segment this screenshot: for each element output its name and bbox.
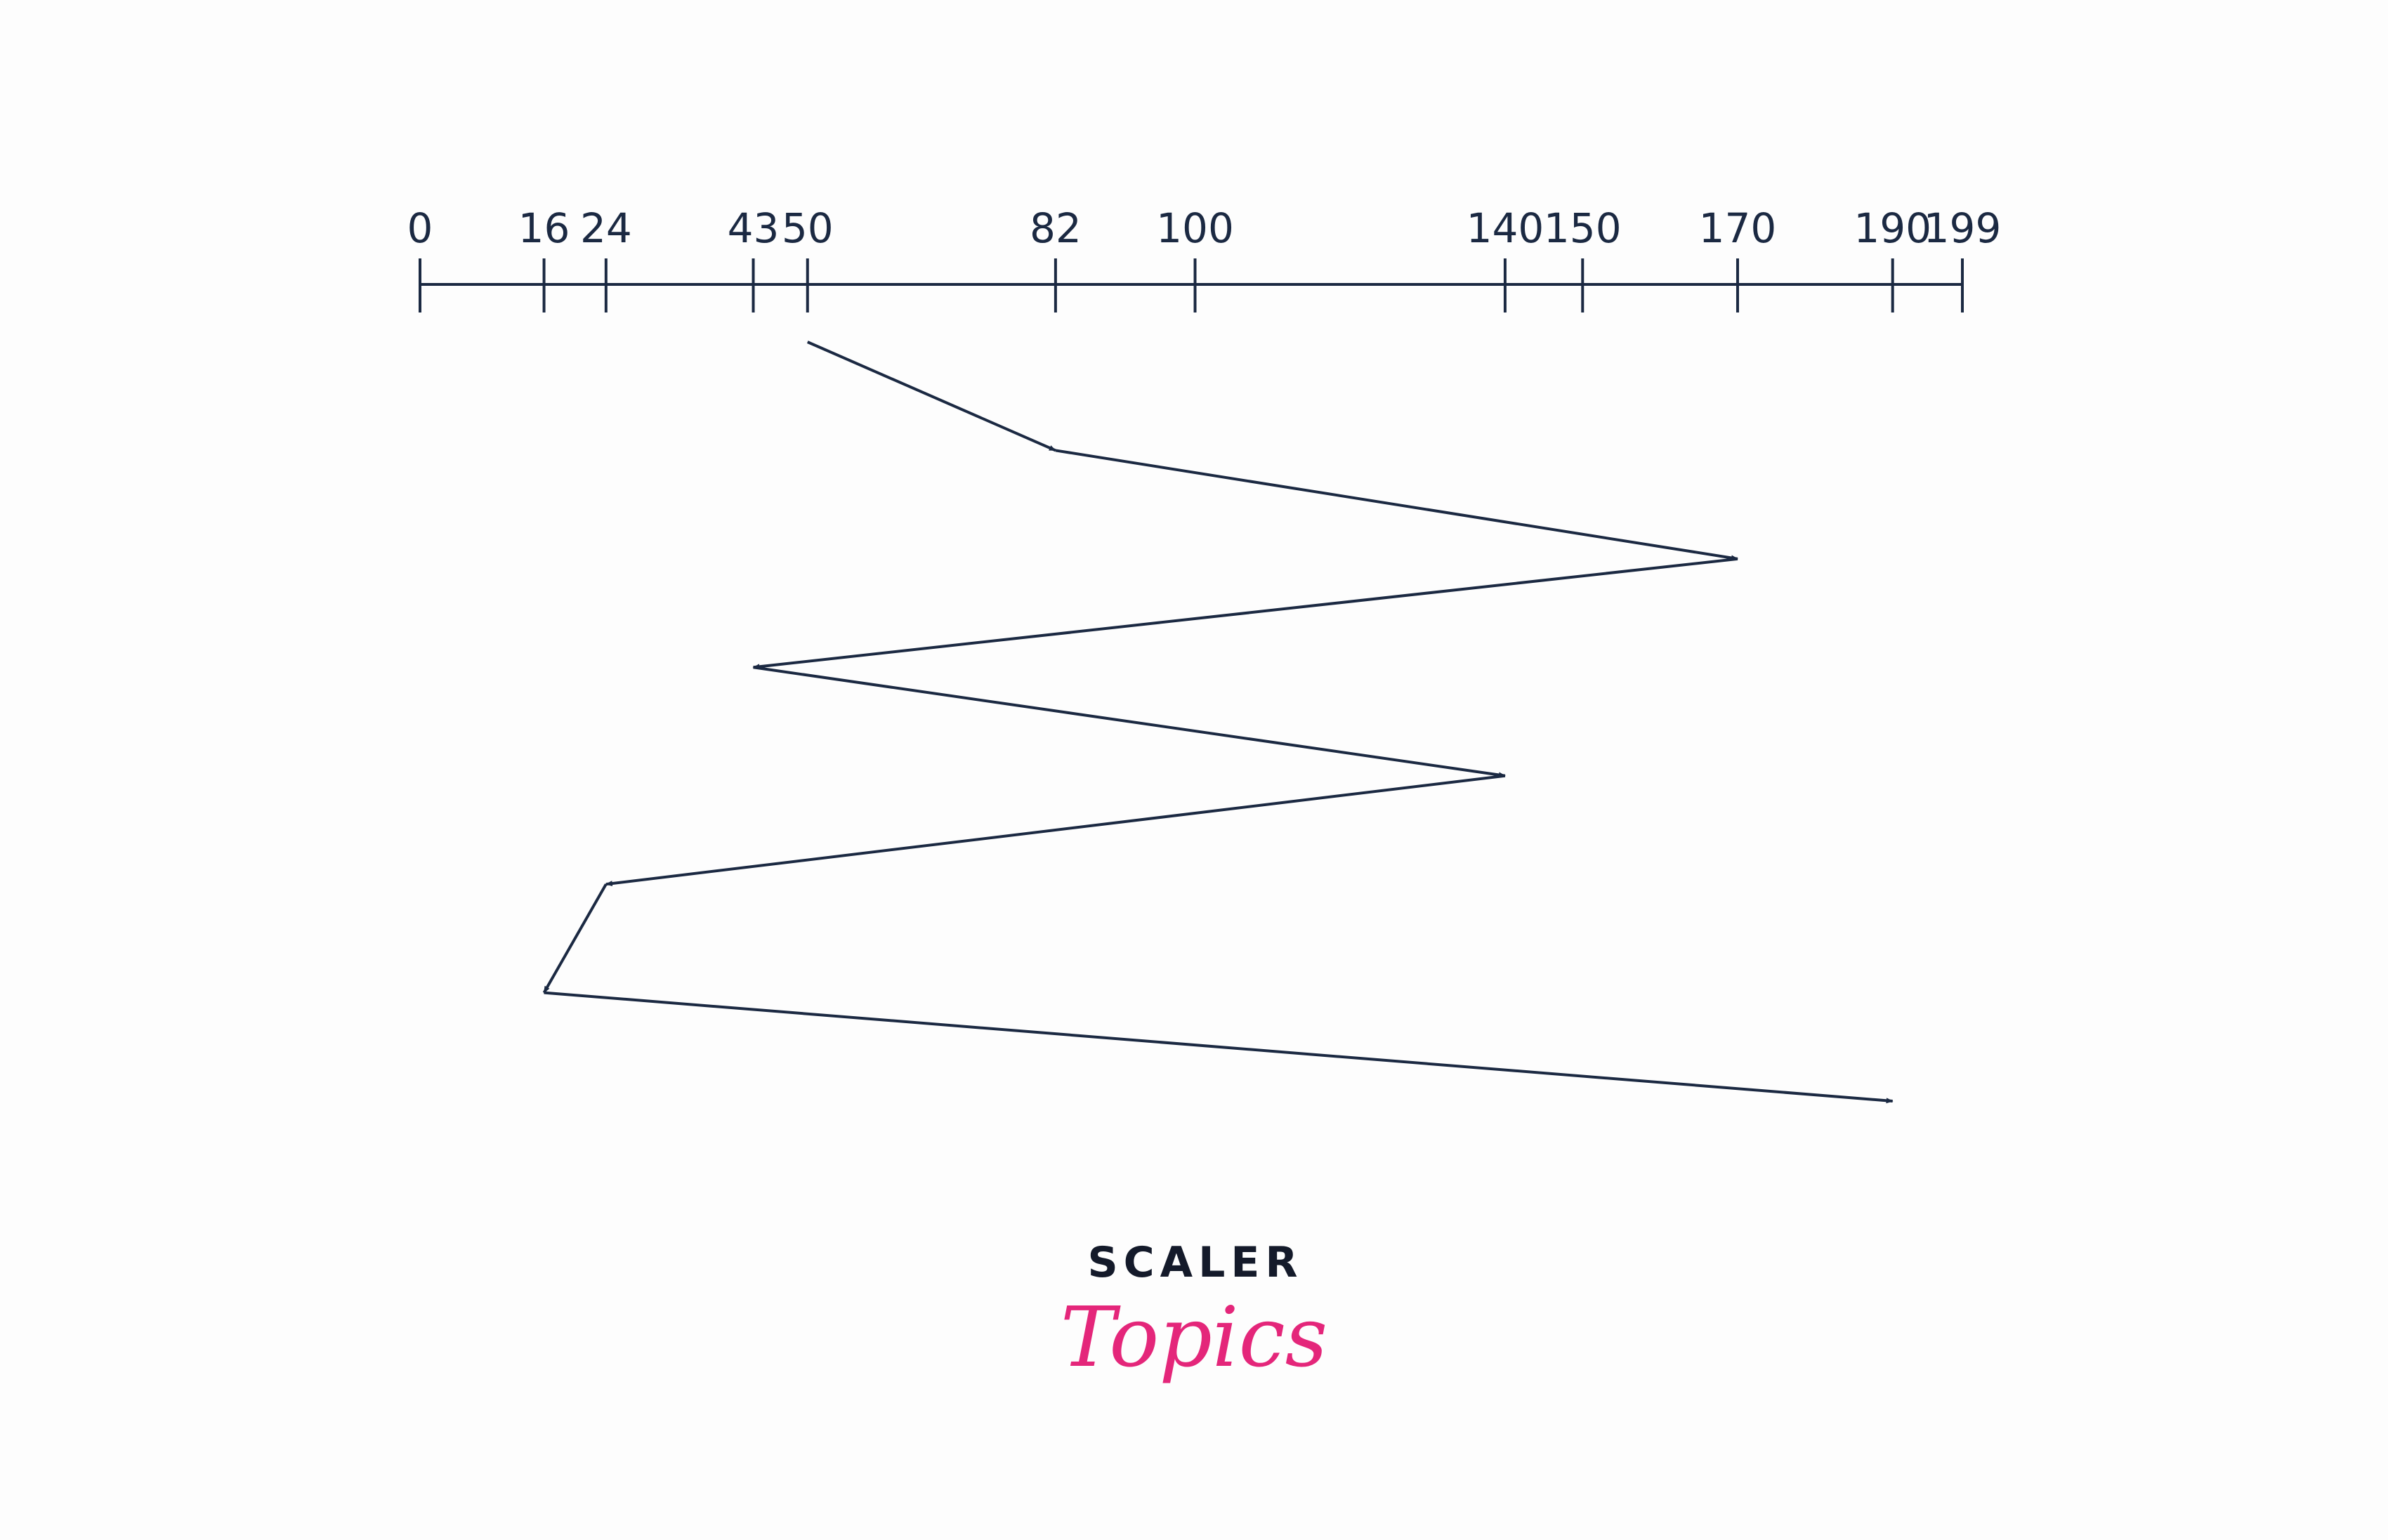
tick-label: 190 (1854, 204, 1931, 252)
tick-label: 199 (1924, 204, 2002, 252)
tick-label: 82 (1030, 204, 1082, 252)
path-segment (806, 341, 1056, 452)
tick-label: 100 (1156, 204, 1234, 252)
path-segment (752, 557, 1738, 670)
path-segment (753, 666, 1506, 778)
tick-label: 16 (518, 204, 570, 252)
tick-label: 170 (1699, 204, 1777, 252)
scaler-topics-logo: SCALER Topics (1061, 1238, 1328, 1386)
path-segment (1055, 449, 1738, 561)
tick-label: 50 (782, 204, 834, 252)
tick-label: 0 (407, 204, 433, 252)
tick-label: 24 (580, 204, 632, 252)
tick-label: 43 (728, 204, 780, 252)
logo-topics-text: Topics (1061, 1289, 1328, 1386)
tick-label: 150 (1544, 204, 1622, 252)
head-movement-path (542, 341, 1894, 1104)
tick-label: 140 (1467, 204, 1544, 252)
logo-scaler-text: SCALER (1087, 1238, 1303, 1287)
path-segment (605, 774, 1506, 887)
path-segment (542, 883, 608, 994)
path-segment (544, 991, 1894, 1104)
